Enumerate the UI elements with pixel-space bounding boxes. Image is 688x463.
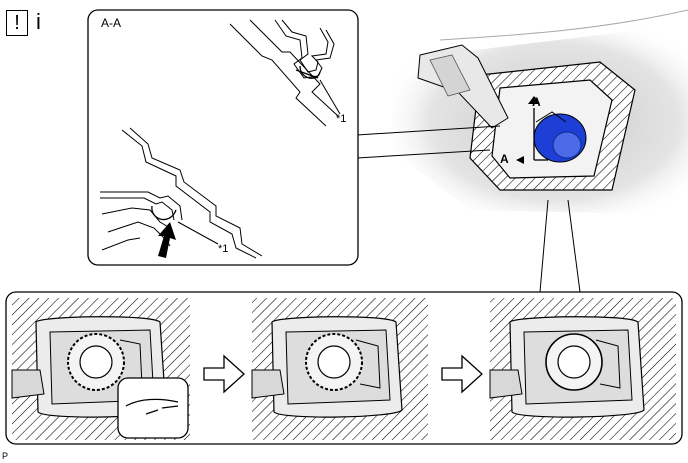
step-2-strap <box>355 339 381 389</box>
leader-line-mid <box>356 149 491 159</box>
info-icon: i <box>36 9 41 34</box>
body-contour-line <box>439 9 688 41</box>
illustration-code: P <box>2 451 9 461</box>
leader-line-right <box>567 199 581 293</box>
step-3-cap-center <box>557 345 591 379</box>
fuel-cap-center <box>552 131 582 159</box>
step-3-strap <box>595 339 621 389</box>
caution-icon: ! <box>6 10 28 36</box>
step-2-illustration <box>251 298 428 440</box>
push-arrow-icon <box>158 222 176 258</box>
section-label: A-A <box>101 16 122 30</box>
detail-box <box>87 9 359 266</box>
caution-symbol: ! <box>14 11 20 34</box>
step-1-zoom-edge-lower <box>145 405 179 415</box>
section-arrow-bottom-icon <box>516 156 524 164</box>
step-1-zoom-edge-upper <box>125 398 179 407</box>
overview-illustration <box>392 9 688 215</box>
step-1-lid <box>11 369 45 399</box>
upper-cross-section <box>229 19 341 127</box>
procedure-panel <box>5 291 683 445</box>
step-2-cap-center <box>317 345 351 379</box>
step-3-illustration <box>489 298 676 440</box>
step-1-zoom-callout <box>117 377 189 439</box>
step-1-illustration <box>11 298 190 440</box>
lower-cross-section <box>100 127 263 259</box>
section-arrow-top-icon <box>528 96 540 104</box>
step-arrow-icon <box>203 354 245 394</box>
step-3-lid <box>489 369 523 399</box>
callout-note-top: *1 <box>336 113 347 125</box>
section-marker-bottom: A <box>500 152 509 166</box>
callout-note-bottom: *1 <box>218 243 229 255</box>
leader-lines <box>356 125 581 293</box>
section-marker-top: A <box>532 95 541 109</box>
step-1-cap-center <box>79 345 113 379</box>
step-2-lid <box>251 369 285 399</box>
cap-strap <box>535 111 567 123</box>
step-arrow-icon <box>441 354 483 394</box>
leader-line-left <box>539 199 549 293</box>
fuel-lid-hinge <box>429 54 471 97</box>
section-detail-panel <box>87 9 359 266</box>
leader-line-top <box>356 125 501 136</box>
